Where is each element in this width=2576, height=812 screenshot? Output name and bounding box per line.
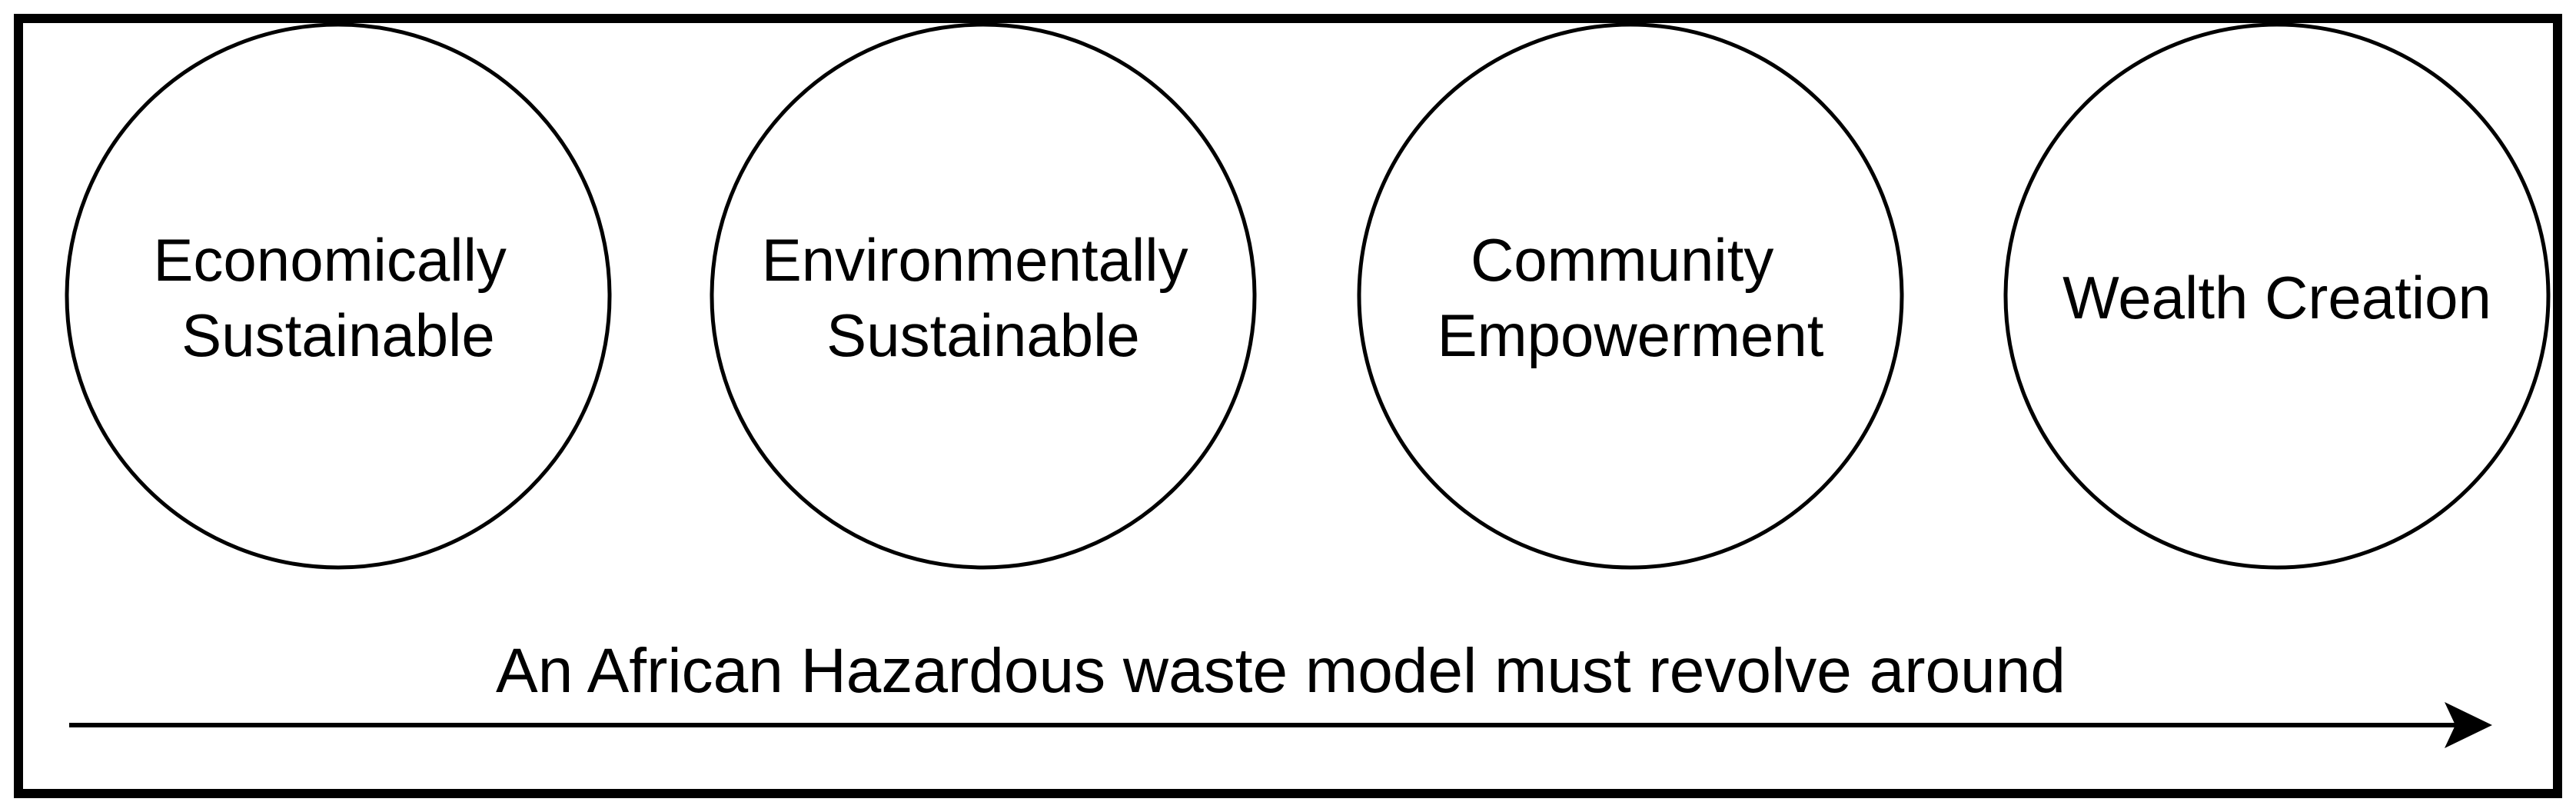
circle-label: Community Empowerment [1438,226,1824,369]
circle-label-line: Environmentally [762,226,1188,294]
circle-label-line: Sustainable [826,301,1140,369]
circle-label-line: Community [1471,226,1773,294]
circle-shape [65,22,612,570]
circle-community-empowerment: Community Empowerment [1357,22,1904,570]
circle-economically-sustainable: Economically Sustainable [65,22,612,570]
circle-label-line: Wealth Creation [2062,264,2491,331]
circle-label-line: Empowerment [1438,301,1824,369]
circle-label: Economically Sustainable [153,226,523,369]
circle-label-line: Sustainable [181,301,495,369]
circle-shape [710,22,1257,570]
circle-environmentally-sustainable: Environmentally Sustainable [710,22,1257,570]
circle-shape [1357,22,1904,570]
arrow [69,702,2492,748]
caption-text: An African Hazardous waste model must re… [496,636,2066,706]
arrowhead-icon [2445,702,2492,748]
circle-label: Wealth Creation [2062,264,2491,331]
circle-shape [2003,22,2551,570]
circle-label-line: Economically [153,226,507,294]
circle-label: Environmentally Sustainable [762,226,1205,369]
outer-frame [14,14,2562,798]
circle-wealth-creation: Wealth Creation [2003,22,2551,570]
